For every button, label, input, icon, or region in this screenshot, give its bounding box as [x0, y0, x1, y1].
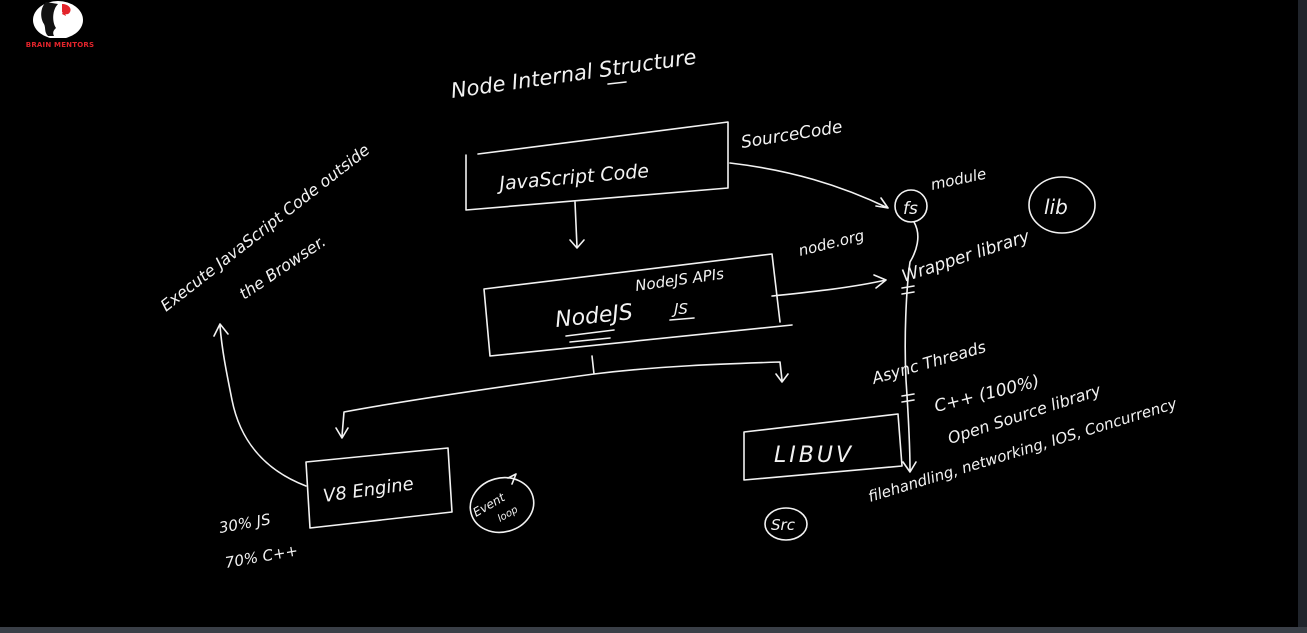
libuv-box: LIBUV: [743, 413, 903, 481]
v8-js-percent: 30% JS: [218, 510, 273, 537]
double-bar-mid: [901, 393, 915, 403]
event-loop-arrow: [507, 473, 517, 485]
source-code-label: SourceCode: [740, 117, 844, 153]
brain-head-icon: [33, 1, 83, 38]
src-circle: Src: [764, 507, 808, 541]
nodejs-label: NodeJS: [554, 300, 634, 333]
brain-mentors-logo: BRAIN MENTORS: [24, 0, 96, 56]
nodejs-box: NodeJS NodeJS APIs JS: [483, 253, 793, 357]
diagram-title: Node Internal Structure: [449, 45, 698, 103]
v8-cpp-percent: 70% C++: [224, 541, 300, 572]
arrow-js-to-nodejs: [569, 201, 585, 249]
module-label: module: [929, 165, 988, 194]
async-threads-label: Async Threads: [869, 337, 988, 388]
fs-module-circle: fs: [894, 189, 928, 223]
fs-label: fs: [903, 199, 918, 219]
javascript-code-box: JavaScript Code: [465, 121, 729, 211]
bottom-bar: [0, 627, 1307, 633]
node-org-label: node.org: [797, 226, 866, 260]
arrow-js-to-fs: [729, 162, 889, 209]
link-fs-to-libuv: [902, 221, 919, 473]
title-underline: [607, 81, 627, 85]
v8-engine-label: V8 Engine: [322, 473, 415, 506]
arrow-v8-to-execute: [213, 323, 307, 487]
event-loop-line2: loop: [496, 504, 520, 524]
src-label: Src: [771, 516, 796, 534]
split-connector: [335, 355, 789, 439]
javascript-code-label: JavaScript Code: [495, 160, 650, 195]
wrapper-library-label: Wrapper library: [899, 226, 1033, 286]
double-bar-top: [901, 285, 915, 295]
event-loop-circle: Event loop: [469, 473, 535, 534]
nodejs-underline: [565, 329, 615, 343]
arrow-nodejs-to-wrapper: [771, 274, 887, 297]
lib-circle: lib: [1028, 176, 1096, 234]
nodejs-apis-js-label: JS: [671, 300, 688, 318]
right-scroll-strip: [1298, 0, 1307, 633]
brand-name: BRAIN MENTORS: [25, 41, 95, 49]
lib-label: lib: [1044, 195, 1068, 219]
js-underline: [669, 317, 695, 321]
libuv-label: LIBUV: [774, 443, 854, 468]
v8-engine-box: V8 Engine: [305, 447, 453, 529]
